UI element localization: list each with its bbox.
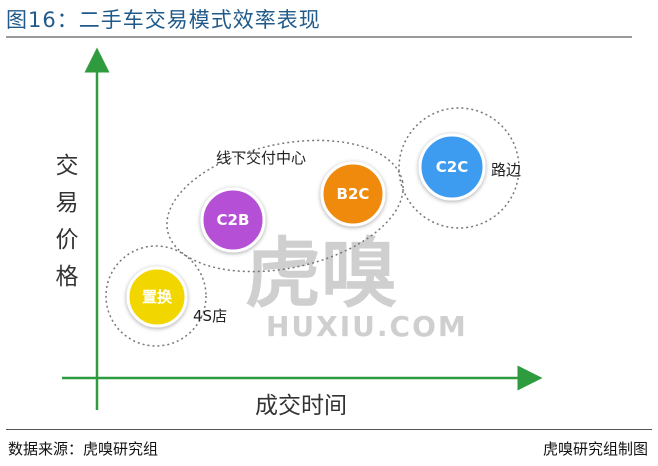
watermark-domain: HUXIU.COM bbox=[266, 310, 468, 343]
bubble-c2b: C2B bbox=[200, 187, 266, 253]
x-axis-label: 成交时间 bbox=[255, 393, 347, 419]
title-divider bbox=[6, 36, 632, 38]
bubble-label-c2c: C2C bbox=[436, 158, 468, 176]
y-axis-label-char: 易 bbox=[55, 190, 79, 216]
watermark: 虎嗅 HUXIU.COM bbox=[245, 229, 468, 343]
group-label-offline-center: 线下交付中心 bbox=[216, 149, 306, 167]
y-axis-label-char: 价 bbox=[55, 227, 79, 253]
bubble-label-c2b: C2B bbox=[217, 211, 250, 229]
figure-title: 图16：二手车交易模式效率表现 bbox=[6, 8, 321, 32]
dealer-ring bbox=[105, 245, 207, 347]
offline-delivery-center-ring bbox=[166, 139, 404, 273]
side-label-roadside: 路边 bbox=[491, 161, 521, 179]
bubble-zhihuan: 置换 bbox=[126, 266, 188, 328]
data-source: 数据来源：虎嗅研究组 bbox=[8, 440, 159, 458]
bubble-label-b2c: B2C bbox=[337, 185, 370, 203]
bubble-b2c: B2C bbox=[320, 161, 386, 227]
bubble-c2c: C2C bbox=[418, 133, 486, 201]
y-axis-label-char: 格 bbox=[55, 264, 79, 290]
y-axis-label-char: 交 bbox=[55, 153, 79, 179]
figure-credit: 虎嗅研究组制图 bbox=[542, 440, 648, 458]
side-label-4s: 4S店 bbox=[193, 307, 227, 325]
footer-divider bbox=[6, 429, 652, 430]
roadside-ring bbox=[398, 107, 520, 229]
watermark-logo: 虎嗅 bbox=[245, 229, 397, 318]
bubble-label-zhihuan: 置换 bbox=[142, 288, 173, 306]
